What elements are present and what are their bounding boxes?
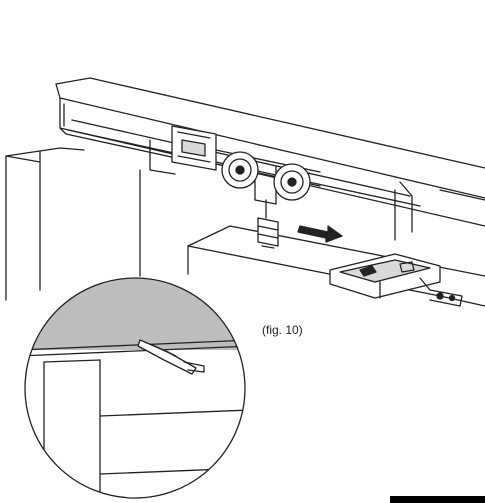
figure-caption: (fig. 10)	[262, 323, 303, 337]
inset-shaded-ceiling	[25, 278, 245, 350]
roller-wheel-right	[273, 163, 311, 201]
corner-bar	[390, 496, 485, 503]
direction-arrow	[297, 225, 343, 243]
detail-inset	[24, 277, 246, 499]
inset-bracket	[137, 339, 205, 375]
hanger-bolt	[257, 199, 279, 249]
left-wall-panel	[5, 147, 141, 301]
roller-wheel-left	[221, 151, 259, 189]
track-rail	[55, 77, 485, 241]
door-mounting-bracket	[329, 253, 463, 307]
